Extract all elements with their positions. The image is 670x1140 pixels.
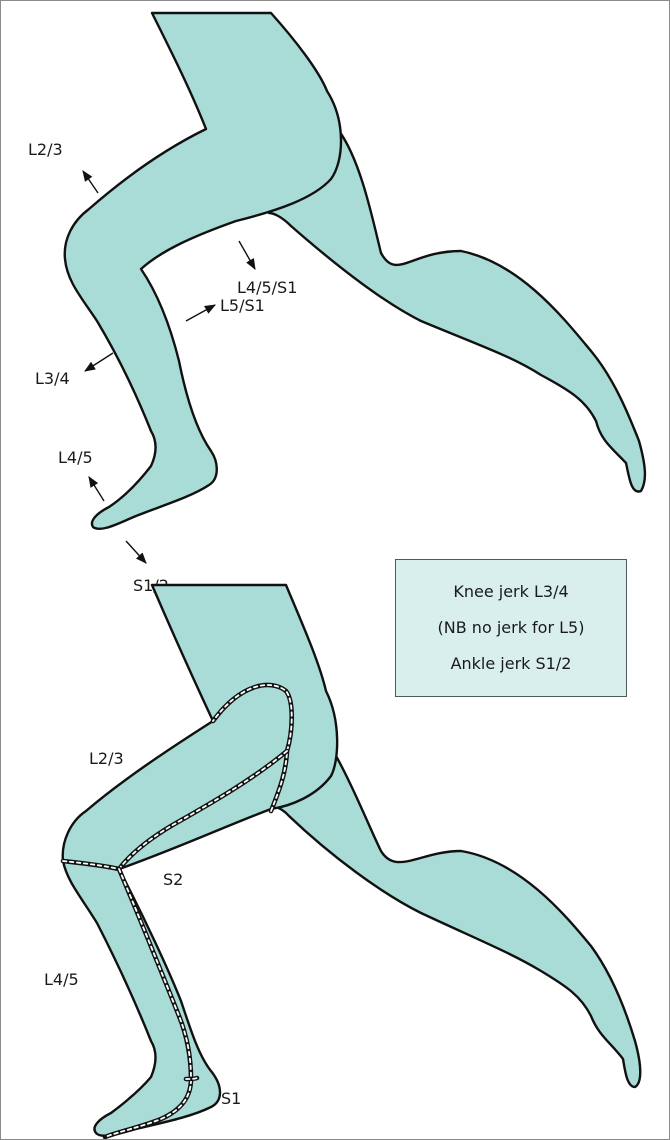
arrow-s12 [125,540,147,564]
top-leg-diagram: L2/3 L4/5/S1 L5/S1 L3/4 L4/5 S1/2 [28,11,647,595]
dermatome-boundaries [60,682,295,1139]
legend-line-knee-jerk: Knee jerk L3/4 [453,582,569,601]
arrow-l45-top [88,476,105,502]
bottom-front-leg [61,583,339,1137]
top-front-leg [63,11,343,530]
bottom-leg-diagram: L2/3 S2 L4/5 S1 [44,583,642,1139]
label-s2: S2 [163,870,183,889]
reflex-legend-box: Knee jerk L3/4 (NB no jerk for L5) Ankle… [395,559,627,697]
top-back-leg [267,129,647,493]
label-l45s1: L4/5/S1 [237,278,297,297]
label-l23-bottom: L2/3 [89,749,124,768]
label-l23-top: L2/3 [28,140,63,159]
arrow-l23 [82,170,99,194]
label-s1: S1 [221,1089,241,1108]
label-l45-bottom: L4/5 [44,970,79,989]
legend-line-nb: (NB no jerk for L5) [437,618,585,637]
label-l45-top: L4/5 [58,448,93,467]
label-l34: L3/4 [35,369,70,388]
bottom-back-leg [271,745,642,1089]
legend-line-ankle-jerk: Ankle jerk S1/2 [450,654,572,673]
arrow-l45s1 [238,240,256,270]
arrow-l34 [84,352,114,372]
arrow-l5s1 [185,304,216,322]
label-l5s1: L5/S1 [220,296,265,315]
